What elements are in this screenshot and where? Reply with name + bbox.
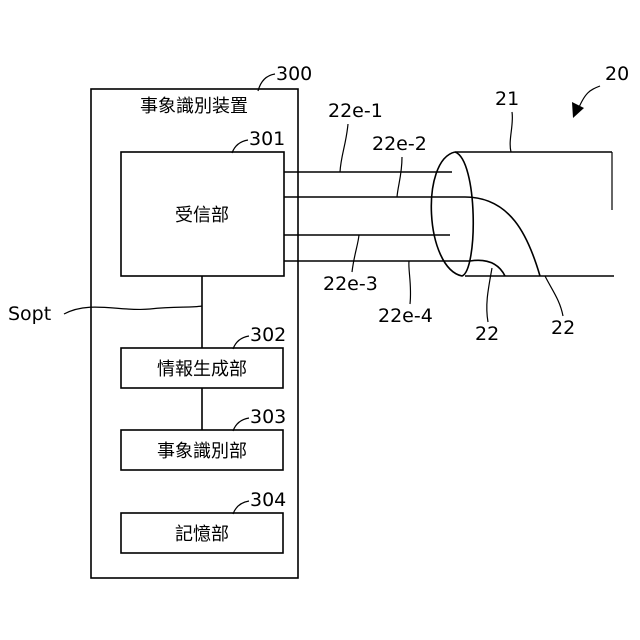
fiber-22-ref-a: 22 <box>475 323 499 345</box>
cable-system-20-arrowhead <box>572 102 584 118</box>
cable-sheath-21-ref: 21 <box>495 88 519 110</box>
label-22e-2: 22e-2 <box>372 133 427 155</box>
storage-label: 記憶部 <box>175 524 229 545</box>
device-300-ref: 300 <box>276 63 312 85</box>
receiver-label: 受信部 <box>175 205 229 226</box>
event-identifier-303-ref: 303 <box>250 406 286 428</box>
storage-304-ref: 304 <box>250 489 286 511</box>
leader-22e-1 <box>340 124 348 172</box>
label-22e-4: 22e-4 <box>378 305 433 327</box>
receiver-301-ref: 301 <box>249 128 285 150</box>
fiber-22-loop-a <box>465 197 540 276</box>
fiber-22-leader-b <box>545 276 563 316</box>
leader-22e-2 <box>397 157 402 197</box>
fiber-22-ref-b: 22 <box>551 317 575 339</box>
receiver-301-leader <box>232 140 248 153</box>
info-generator-302-leader <box>233 336 249 349</box>
cable-sheath-21-leader <box>510 112 512 152</box>
event-identifier-303-leader <box>233 418 249 431</box>
leader-22e-3 <box>352 235 359 272</box>
signal-sopt-label: Sopt <box>8 303 51 325</box>
storage-304-leader <box>233 501 249 514</box>
event-identifier-label: 事象識別部 <box>157 441 247 462</box>
cable-end-face <box>431 152 473 276</box>
fiber-22-loop-b <box>470 260 505 276</box>
device-title: 事象識別装置 <box>140 96 248 117</box>
leader-22e-4 <box>409 261 411 304</box>
signal-sopt-leader <box>64 306 202 314</box>
cable-system-20-ref: 20 <box>605 63 629 85</box>
info-generator-302-ref: 302 <box>250 324 286 346</box>
label-22e-1: 22e-1 <box>328 100 383 122</box>
info-generator-label: 情報生成部 <box>157 359 247 380</box>
label-22e-3: 22e-3 <box>323 273 378 295</box>
